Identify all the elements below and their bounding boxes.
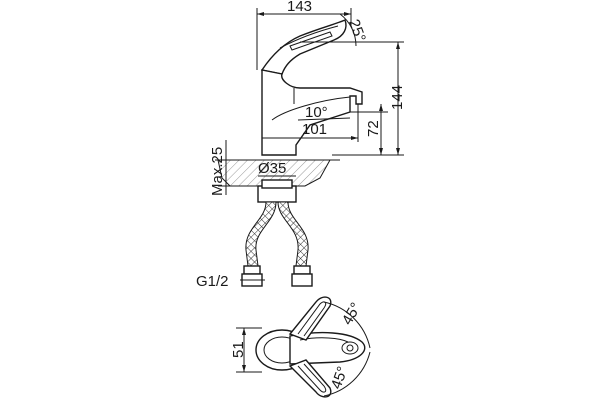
lever-top-lower — [288, 359, 332, 398]
label-max-counter-thickness: Max.25 — [209, 147, 226, 196]
label-overall-length: 143 — [287, 0, 312, 15]
label-base-diameter: Ø35 — [258, 160, 286, 177]
label-rotation-angle-bottom: 45° — [328, 364, 352, 391]
label-spout-reach: 101 — [302, 121, 327, 138]
label-base-width: 51 — [230, 341, 247, 358]
hose-right — [277, 201, 309, 267]
label-total-height: 144 — [389, 85, 406, 110]
label-lever-angle: 25° — [345, 17, 369, 44]
hose-left — [245, 201, 277, 267]
label-spout-height: 72 — [365, 120, 382, 137]
lever-top-upper — [288, 296, 332, 341]
label-spout-angle: 10° — [305, 104, 328, 121]
lever-handle — [260, 19, 347, 75]
label-rotation-angle-top: 45° — [339, 300, 365, 328]
dim-arc-rotation-top — [323, 301, 371, 349]
dim-arc-rotation-bottom — [323, 351, 371, 397]
label-hose-thread: G1/2 — [196, 273, 229, 290]
spout-top — [289, 331, 366, 365]
top-view — [236, 296, 371, 398]
dim-arc-lever-angle — [339, 13, 357, 47]
faucet-body — [261, 69, 363, 156]
side-view — [215, 8, 404, 287]
